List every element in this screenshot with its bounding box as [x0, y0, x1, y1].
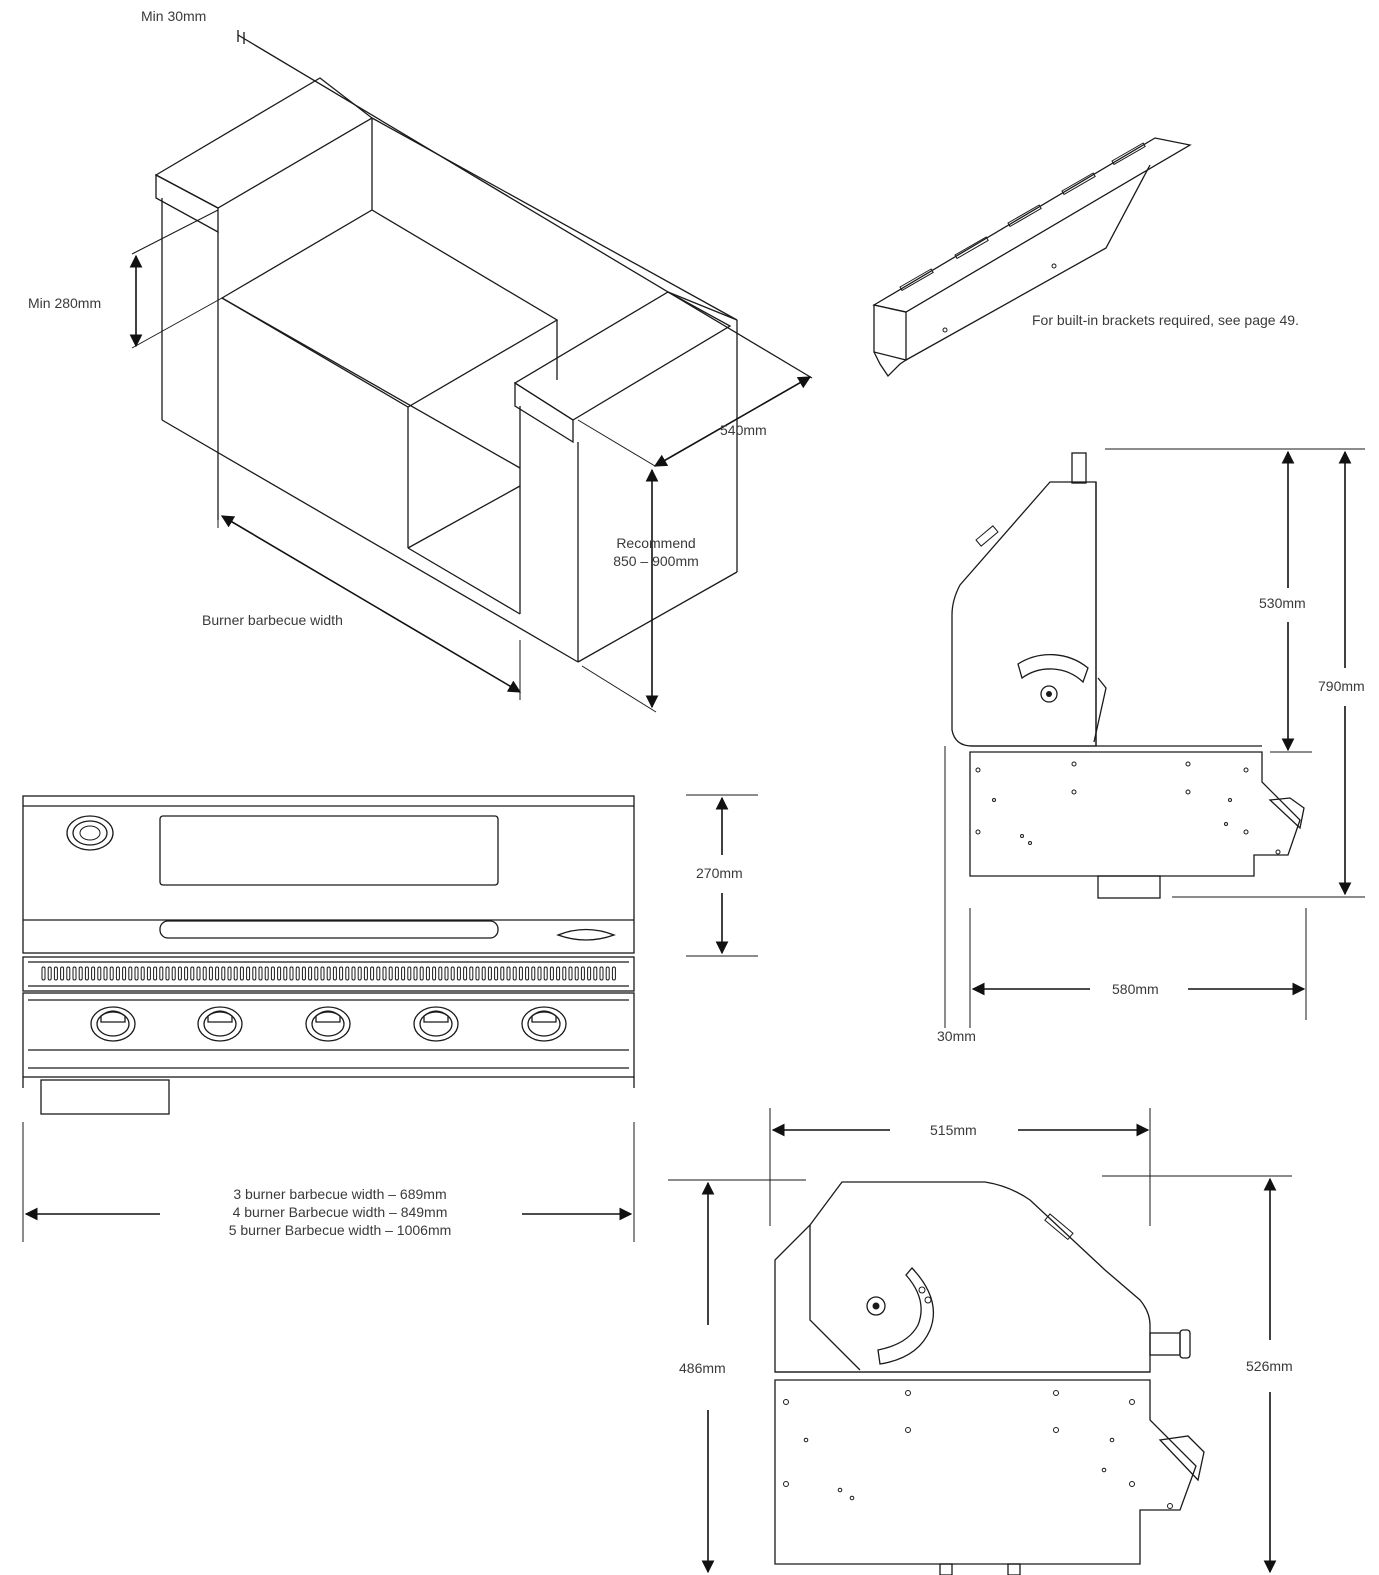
- label-526mm: 526mm: [1246, 1358, 1293, 1374]
- burner-knob-1: [90, 1006, 136, 1042]
- label-5-burner-width: 5 burner Barbecue width – 1006mm: [228, 1222, 452, 1238]
- label-burner-barbecue-width: Burner barbecue width: [202, 612, 343, 628]
- label-486mm: 486mm: [679, 1360, 726, 1376]
- label-515mm: 515mm: [930, 1122, 977, 1138]
- label-270mm: 270mm: [696, 865, 743, 881]
- burner-knob-5: [521, 1006, 567, 1042]
- label-30mm: 30mm: [937, 1028, 976, 1044]
- label-850-900mm: 850 – 900mm: [613, 553, 699, 569]
- front-view-drawing: [22, 794, 758, 1242]
- label-recommend-height: Recommend 850 – 900mm: [598, 534, 714, 570]
- label-brackets-note: For built-in brackets required, see page…: [1032, 312, 1299, 328]
- label-min-280mm: Min 280mm: [28, 295, 102, 311]
- side-view-2-drawing: [668, 1108, 1292, 1575]
- bracket-drawing: [872, 137, 1192, 378]
- burner-knob-4: [413, 1006, 459, 1042]
- label-barbecue-widths: 3 burner barbecue width – 689mm 4 burner…: [180, 1185, 500, 1239]
- label-min-30mm: Min 30mm: [141, 8, 207, 24]
- label-3-burner-width: 3 burner barbecue width – 689mm: [233, 1186, 447, 1202]
- label-530mm: 530mm: [1259, 595, 1306, 611]
- side-view-drawing: [944, 448, 1365, 1028]
- label-recommend: Recommend: [616, 535, 696, 551]
- label-4-burner-width: 4 burner Barbecue width – 849mm: [232, 1204, 448, 1220]
- enclosure-drawing: [129, 30, 813, 713]
- label-790mm: 790mm: [1318, 678, 1365, 694]
- label-580mm: 580mm: [1112, 981, 1159, 997]
- label-540mm: 540mm: [720, 422, 767, 438]
- burner-knob-3: [305, 1006, 351, 1042]
- burner-knob-2: [197, 1006, 243, 1042]
